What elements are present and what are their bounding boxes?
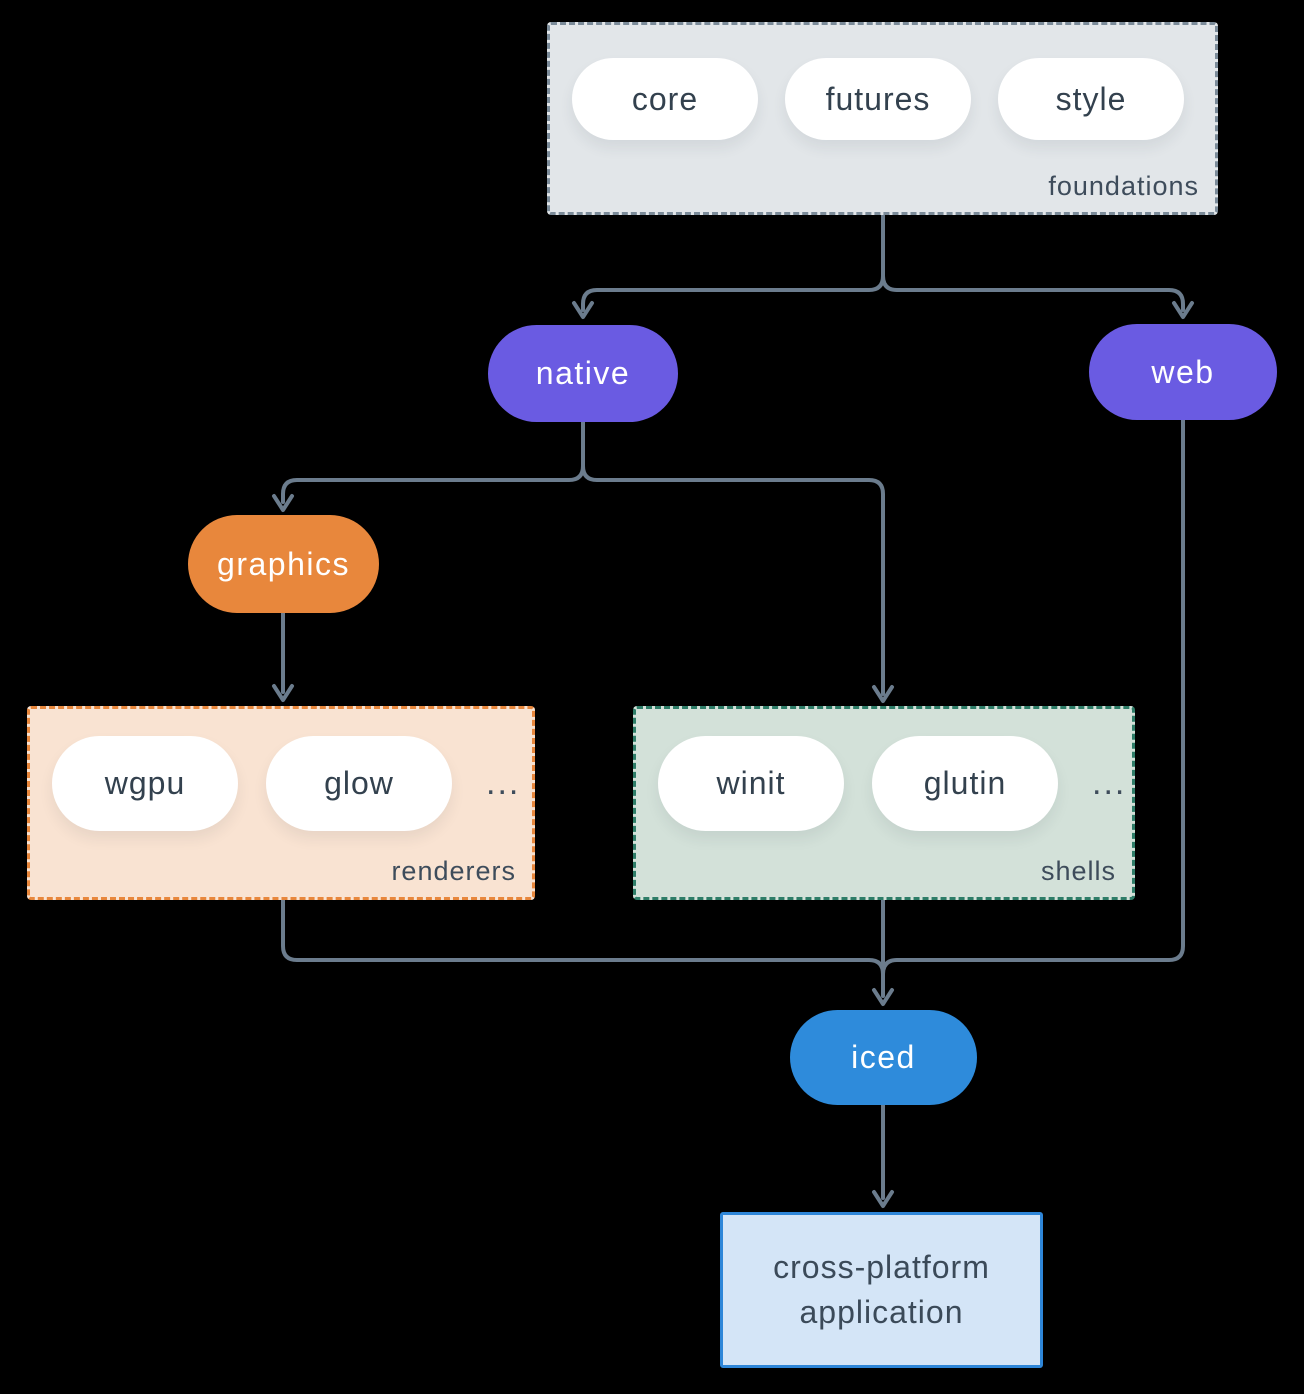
foundations-label: foundations (1048, 171, 1199, 201)
node-glutin: glutin (872, 736, 1058, 831)
arrowhead-iced (872, 988, 894, 1006)
renderers-pill-row: wgpu glow ... (52, 736, 520, 831)
arrowhead-renderers (272, 684, 294, 702)
node-futures: futures (785, 58, 971, 140)
edge-renderers-merge (281, 898, 885, 976)
node-core: core (572, 58, 758, 140)
application-box: cross-platform application (720, 1212, 1043, 1368)
foundations-group: core futures style foundations (547, 22, 1218, 215)
node-glow: glow (266, 736, 452, 831)
edge-foundations-web (881, 274, 1185, 312)
node-style: style (998, 58, 1184, 140)
node-graphics: graphics (188, 515, 379, 613)
node-winit: winit (658, 736, 844, 831)
arrowhead-native (572, 301, 594, 319)
shells-label: shells (1040, 856, 1116, 886)
node-iced: iced (790, 1010, 977, 1105)
node-wgpu: wgpu (52, 736, 238, 831)
node-web: web (1089, 324, 1277, 420)
renderers-ellipsis: ... (486, 764, 521, 802)
node-native: native (488, 325, 678, 422)
shells-pill-row: winit glutin ... (658, 736, 1126, 831)
shells-ellipsis: ... (1092, 764, 1127, 802)
edge-native-graphics (281, 420, 585, 504)
arrowhead-shells (872, 685, 894, 703)
renderers-label: renderers (391, 856, 516, 886)
arrowhead-application (872, 1190, 894, 1208)
foundations-pill-row: core futures style (572, 58, 1184, 140)
edge-native-shells (581, 464, 885, 696)
arrowhead-graphics (272, 494, 294, 512)
edge-foundations-native (581, 213, 885, 312)
shells-group: winit glutin ... shells (633, 706, 1135, 900)
arrowhead-web (1172, 301, 1194, 319)
renderers-group: wgpu glow ... renderers (27, 706, 535, 900)
